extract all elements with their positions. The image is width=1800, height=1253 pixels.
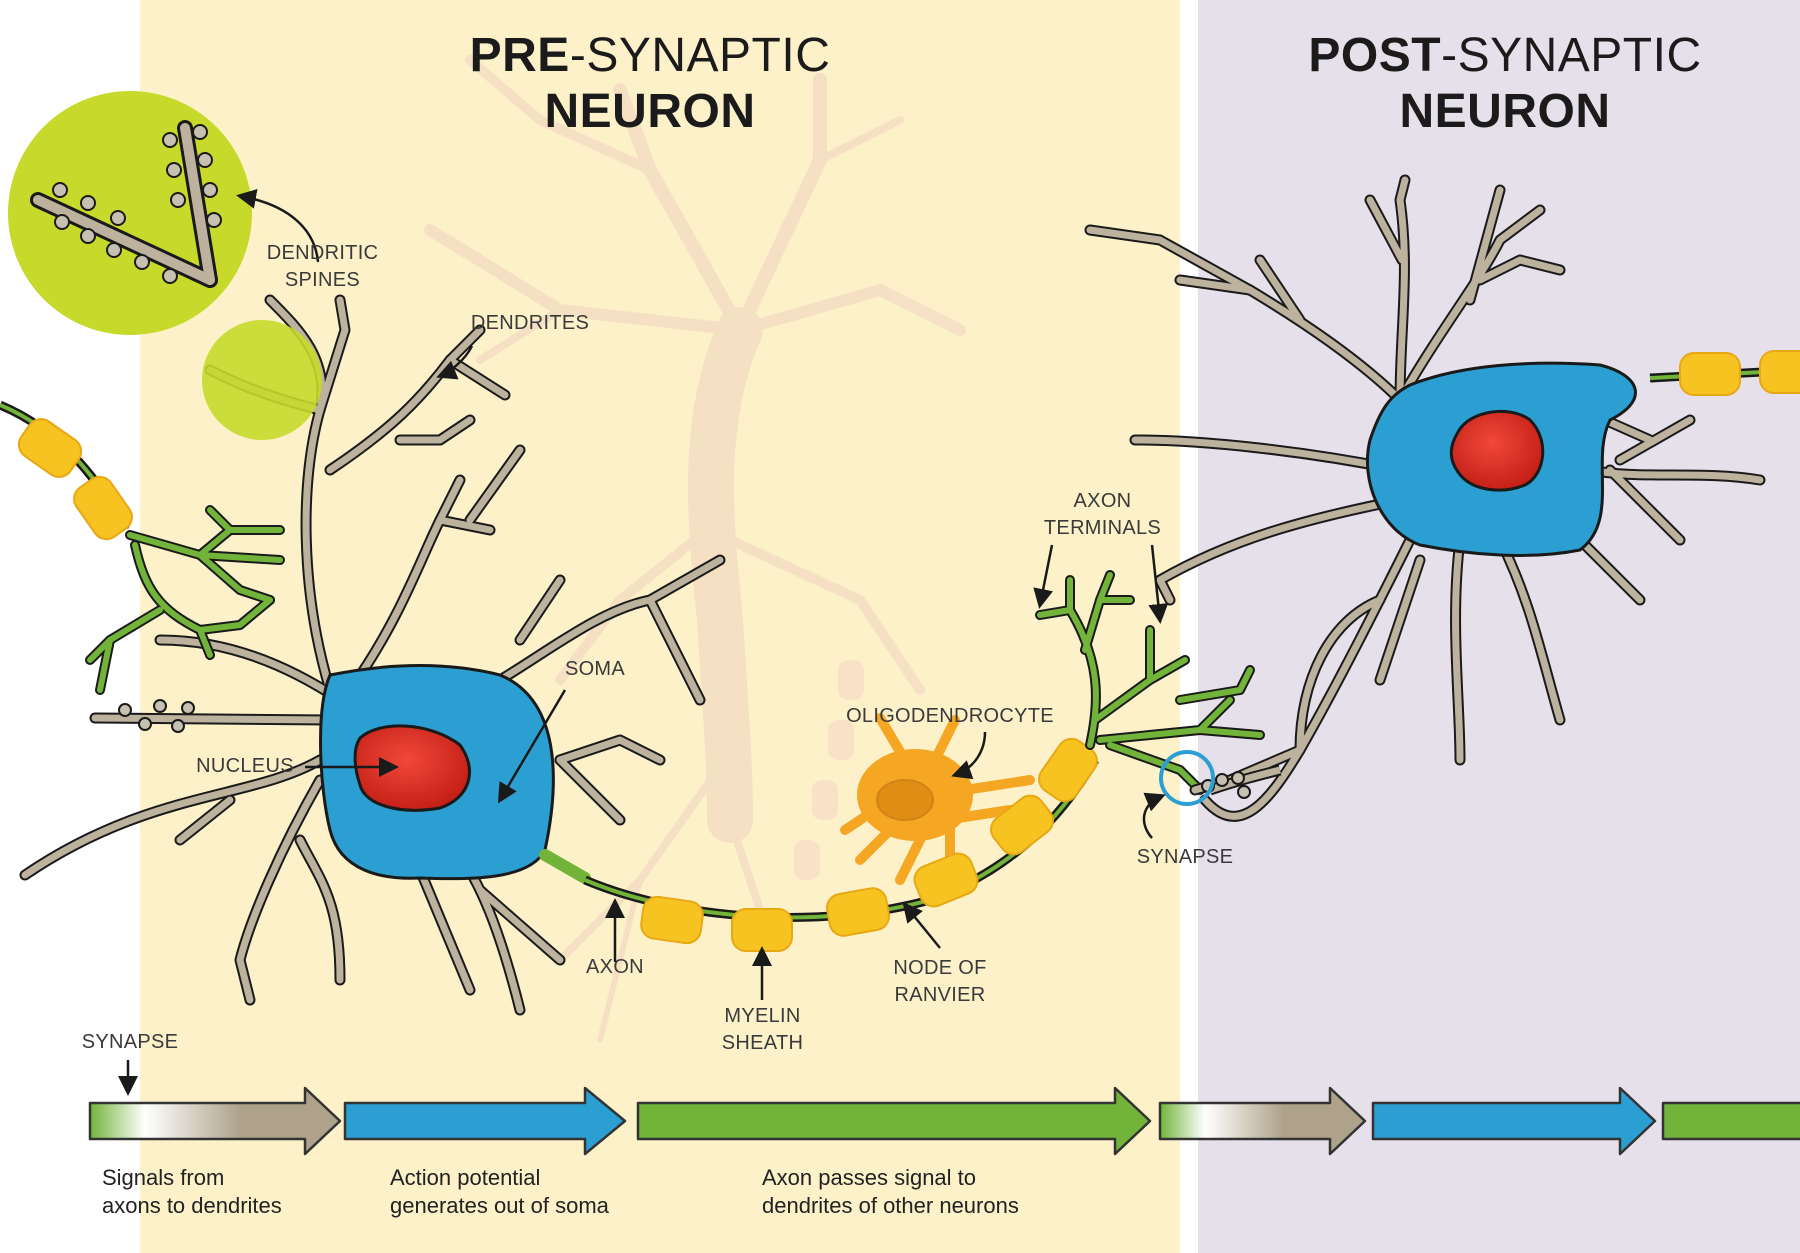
post-title-line2: NEURON: [1399, 85, 1611, 138]
caption-soma: Action potential generates out of soma: [390, 1165, 609, 1218]
label-myelin-sheath: MYELIN SHEATH: [721, 1005, 804, 1054]
label-axon: AXON: [586, 956, 644, 978]
label-arrows: [118, 188, 1169, 1096]
caption-axon: Axon passes signal to dendrites of other…: [762, 1165, 1019, 1218]
axon-hillock: [539, 849, 591, 884]
synapse-highlight-circle: [1159, 750, 1215, 806]
pre-nucleus: [353, 724, 471, 812]
pre-synaptic-title: PRE-SYNAPTIC NEURON: [440, 28, 860, 140]
post-synaptic-neuron: [1084, 174, 1800, 822]
caption-dendrites: Signals from axons to dendrites: [102, 1165, 282, 1218]
label-dendritic-spines: DENDRITIC SPINES: [266, 242, 379, 291]
flow-arrow-dendrites-post: [1158, 1086, 1367, 1156]
label-synapse-post: SYNAPSE: [1136, 846, 1234, 868]
pre-axon-terminals: [1035, 570, 1265, 795]
incoming-axon-left: [0, 400, 285, 695]
flow-arrow-axon: [636, 1086, 1152, 1156]
post-nucleus: [1449, 409, 1545, 492]
label-axon-terminals: AXON TERMINALS: [1043, 490, 1162, 539]
label-nucleus: NUCLEUS: [196, 755, 294, 777]
pre-title-rest: -SYNAPTIC: [569, 29, 831, 82]
pre-synaptic-neuron: [19, 294, 726, 1016]
flow-arrow-soma-post: [1371, 1086, 1657, 1156]
post-title-rest: -SYNAPTIC: [1441, 29, 1702, 82]
flow-arrow-dendrites: [88, 1086, 342, 1156]
label-oligodendrocyte: OLIGODENDROCYTE: [846, 705, 1054, 727]
label-dendrites: DENDRITES: [470, 312, 590, 334]
dendritic-spines-inset: [8, 91, 322, 440]
flow-arrow-soma: [343, 1086, 627, 1156]
label-synapse-flow: SYNAPSE: [81, 1031, 179, 1053]
pre-title-line2: NEURON: [544, 85, 756, 138]
flow-arrow-axon-post: [1661, 1101, 1800, 1141]
pre-title-bold: PRE: [469, 29, 570, 82]
label-soma: SOMA: [564, 658, 626, 680]
signal-flow-arrows: [88, 1086, 1800, 1156]
post-title-bold: POST: [1308, 29, 1442, 82]
label-node-of-ranvier: NODE OF RANVIER: [893, 957, 987, 1006]
post-synaptic-title: POST-SYNAPTIC NEURON: [1290, 28, 1720, 140]
faded-myelin-segments: [794, 660, 864, 880]
pre-dendrites: [19, 294, 726, 1016]
background-neuron-watermark: [424, 55, 966, 1043]
